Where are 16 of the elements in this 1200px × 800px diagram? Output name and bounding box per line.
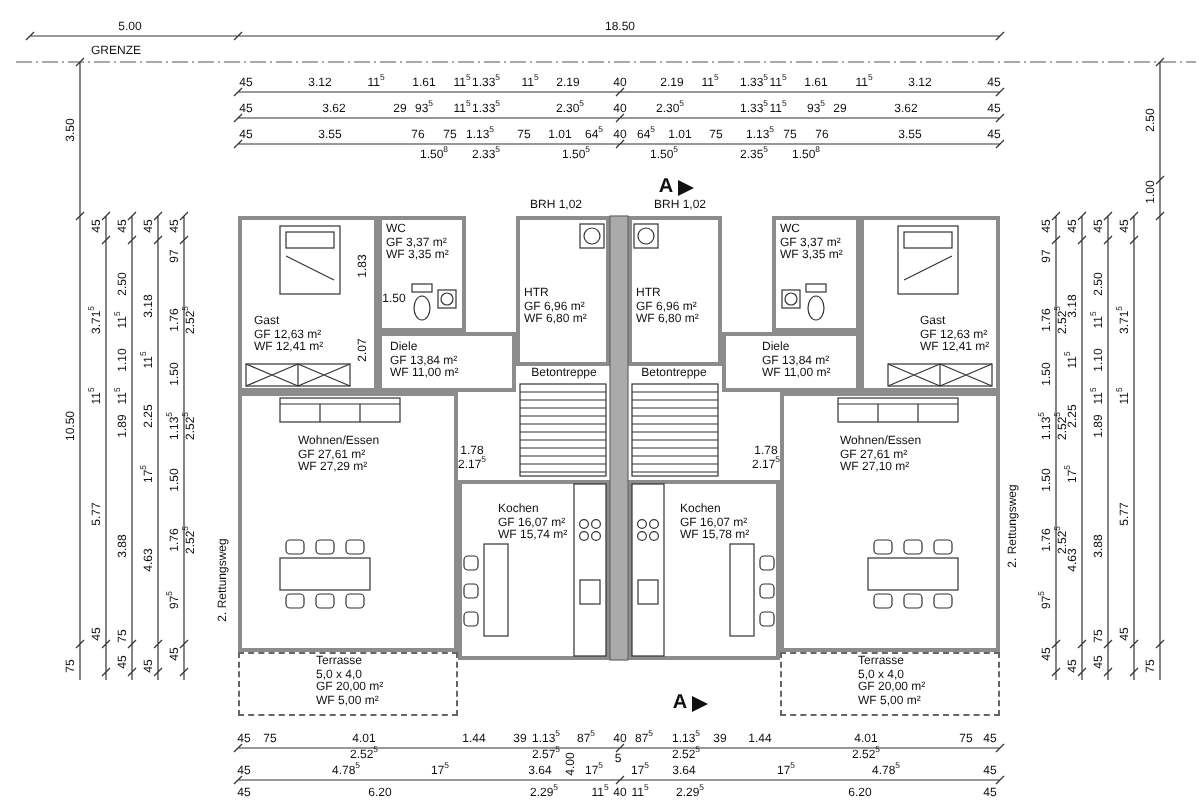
room-outline (516, 216, 610, 366)
terrace-outline (238, 652, 458, 716)
room-outline (722, 332, 860, 392)
room-outline (780, 392, 1000, 652)
room-outline (772, 216, 860, 332)
room-outline (238, 392, 458, 652)
room-outline (628, 480, 780, 660)
section-marker-letter: A (658, 178, 674, 198)
room-outline (458, 480, 610, 660)
room-outline (860, 216, 1000, 392)
room-outline (378, 216, 466, 332)
section-marker-letter: A (672, 694, 688, 714)
terrace-outline (780, 652, 1000, 716)
room-outline (238, 216, 378, 392)
room-outline (378, 332, 516, 392)
room-outline (628, 216, 722, 366)
